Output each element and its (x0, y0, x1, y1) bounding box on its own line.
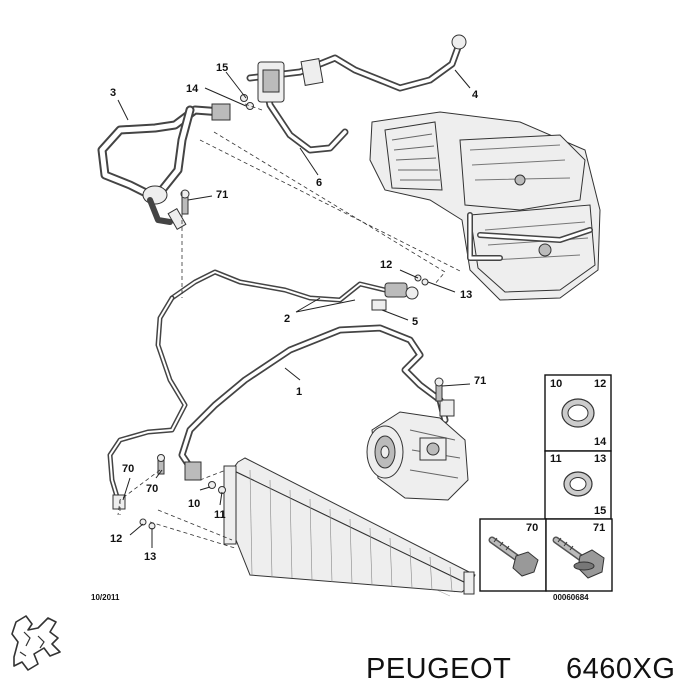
inset-box2-label-left: 11 (550, 453, 562, 465)
inset-box4-label: 71 (593, 522, 605, 534)
callout-12-bottom: 12 (110, 533, 122, 545)
caption-part-number: 6460XG (566, 653, 675, 685)
callout-4: 4 (472, 89, 479, 101)
hvac-unit (369, 111, 601, 301)
caption-brand: PEUGEOT (366, 653, 511, 685)
callout-71-top: 71 (216, 189, 228, 201)
callout-12-top: 12 (380, 259, 392, 271)
inset-panel: 10 12 14 11 13 15 70 71 (479, 374, 613, 592)
callout-11: 11 (214, 509, 226, 521)
inset-box3-label: 70 (526, 522, 538, 534)
callout-1: 1 (296, 386, 302, 398)
inset-box2-label-bottom: 15 (594, 505, 606, 517)
hose-3 (97, 103, 231, 230)
peugeot-lion-logo-icon (11, 615, 61, 671)
callout-2: 2 (284, 313, 290, 325)
callout-3: 3 (110, 87, 116, 99)
dashed-reference-lines (117, 103, 463, 549)
pipe-2 (107, 269, 419, 510)
inset-box1-label-right: 12 (594, 378, 606, 390)
callout-70-left: 70 (122, 463, 134, 475)
condenser (223, 457, 476, 597)
diagram-reference-code: 00060684 (553, 593, 589, 602)
inset-box2-label-right: 13 (594, 453, 606, 465)
callout-13-bottom: 13 (144, 551, 156, 563)
pipe-1 (178, 324, 455, 481)
callout-70-mid: 70 (146, 483, 158, 495)
inset-box1-label-bottom: 14 (594, 436, 607, 448)
small-fittings (139, 94, 444, 530)
pipe-6 (257, 61, 349, 154)
callout-14: 14 (186, 83, 199, 95)
bolt-71-icon (552, 536, 605, 579)
callout-15: 15 (216, 62, 228, 74)
bolt-70-icon (488, 536, 539, 577)
pipe-4 (246, 34, 467, 92)
callout-13-top: 13 (460, 289, 472, 301)
compressor (366, 411, 469, 501)
diagram-date-code: 10/2011 (91, 593, 120, 602)
callout-5: 5 (412, 316, 418, 328)
callout-6: 6 (316, 177, 322, 189)
callout-labels: 15 14 3 4 6 71 12 13 2 5 1 71 70 70 10 1… (110, 62, 486, 563)
callout-10: 10 (188, 498, 200, 510)
leader-lines (117, 69, 471, 548)
inset-box1-label-left: 10 (550, 378, 562, 390)
callout-71-mid: 71 (474, 375, 486, 387)
